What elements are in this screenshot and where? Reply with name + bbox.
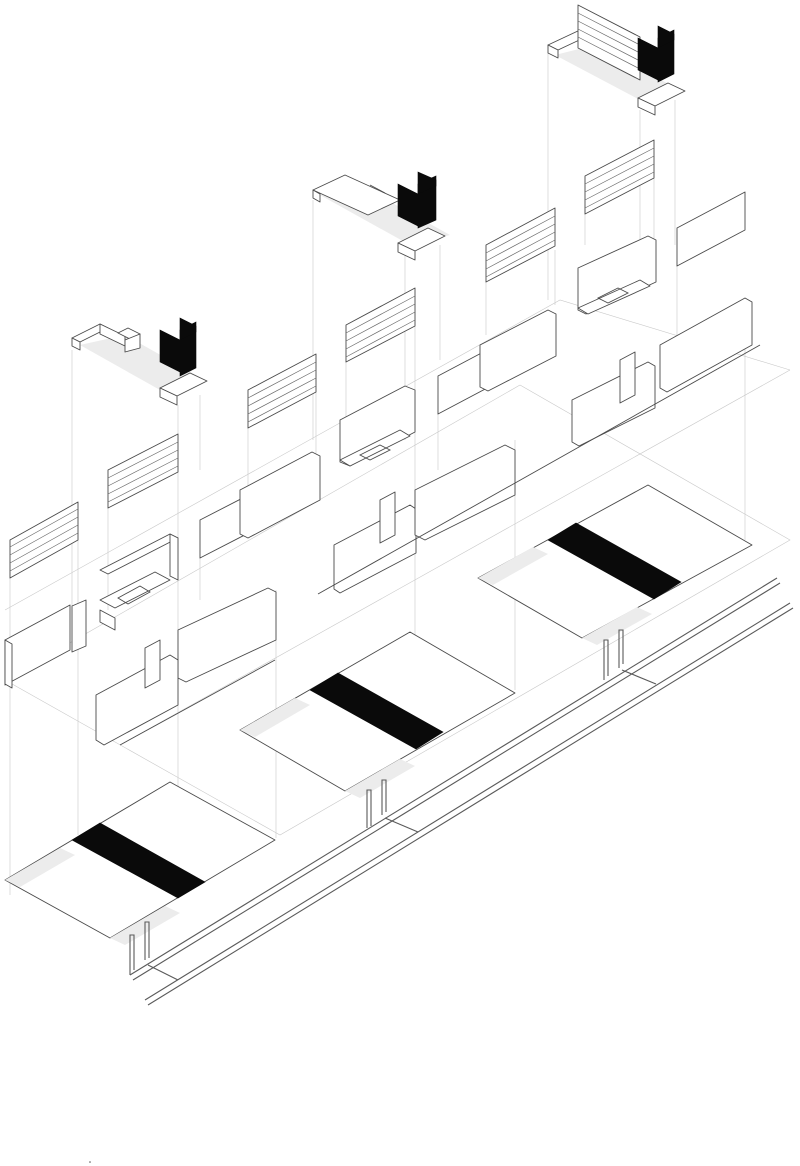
fixture-cluster-3 — [547, 4, 686, 116]
dot-mark — [89, 1161, 91, 1163]
partition-walls — [4, 235, 761, 746]
louver-panel — [9, 501, 79, 579]
fixture-cluster-2 — [312, 171, 450, 261]
floor-plate-3 — [477, 484, 753, 645]
solid-panel — [676, 191, 746, 267]
floor-plates — [4, 484, 753, 945]
louver-panel — [107, 433, 179, 509]
louver-panel — [345, 287, 416, 363]
louver-panel — [247, 353, 317, 429]
fixture-cluster-1 — [71, 317, 208, 406]
black-band-1 — [71, 822, 206, 899]
black-band-2 — [309, 672, 444, 750]
louver-panel — [584, 139, 655, 215]
louvered-panels — [9, 139, 746, 579]
floor-plate-1 — [4, 781, 276, 945]
service-pipes — [129, 577, 794, 1006]
black-band-3 — [547, 522, 682, 600]
floor-plate-2 — [239, 631, 516, 798]
louver-panel — [485, 207, 556, 283]
